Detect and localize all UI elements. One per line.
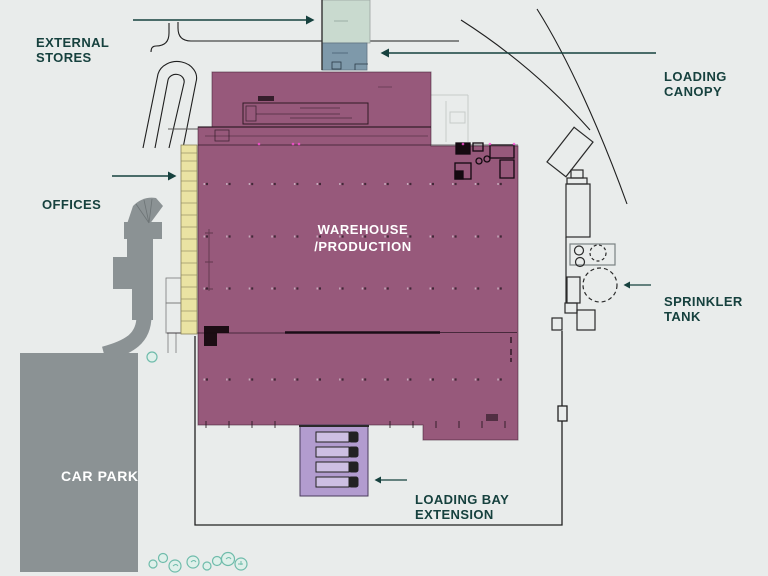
offices-label: OFFICES <box>42 197 102 212</box>
warehouse-production-label: WAREHOUSE /PRODUCTION <box>314 222 412 254</box>
pointer-arrows <box>112 19 656 481</box>
truck-icons <box>315 431 359 488</box>
sprinkler-tank-drawing <box>546 126 618 331</box>
office-building-footprint <box>101 197 163 362</box>
faint-existing-lines <box>431 94 469 142</box>
warehouse-interior-linework <box>167 86 518 428</box>
car-park-label: CAR PARK <box>60 468 139 484</box>
canopy-details <box>321 0 368 70</box>
road-lines <box>142 8 628 205</box>
plant-room-linework <box>454 142 515 180</box>
site-boundary-line <box>194 331 568 526</box>
loading-bay-extension-area <box>299 424 369 497</box>
offices-area <box>180 144 198 335</box>
arrow-heads <box>168 15 630 484</box>
car-park-area <box>20 353 138 572</box>
tree-icons <box>146 351 248 573</box>
registration-dots <box>257 142 516 146</box>
loading-canopy-area <box>321 42 368 71</box>
